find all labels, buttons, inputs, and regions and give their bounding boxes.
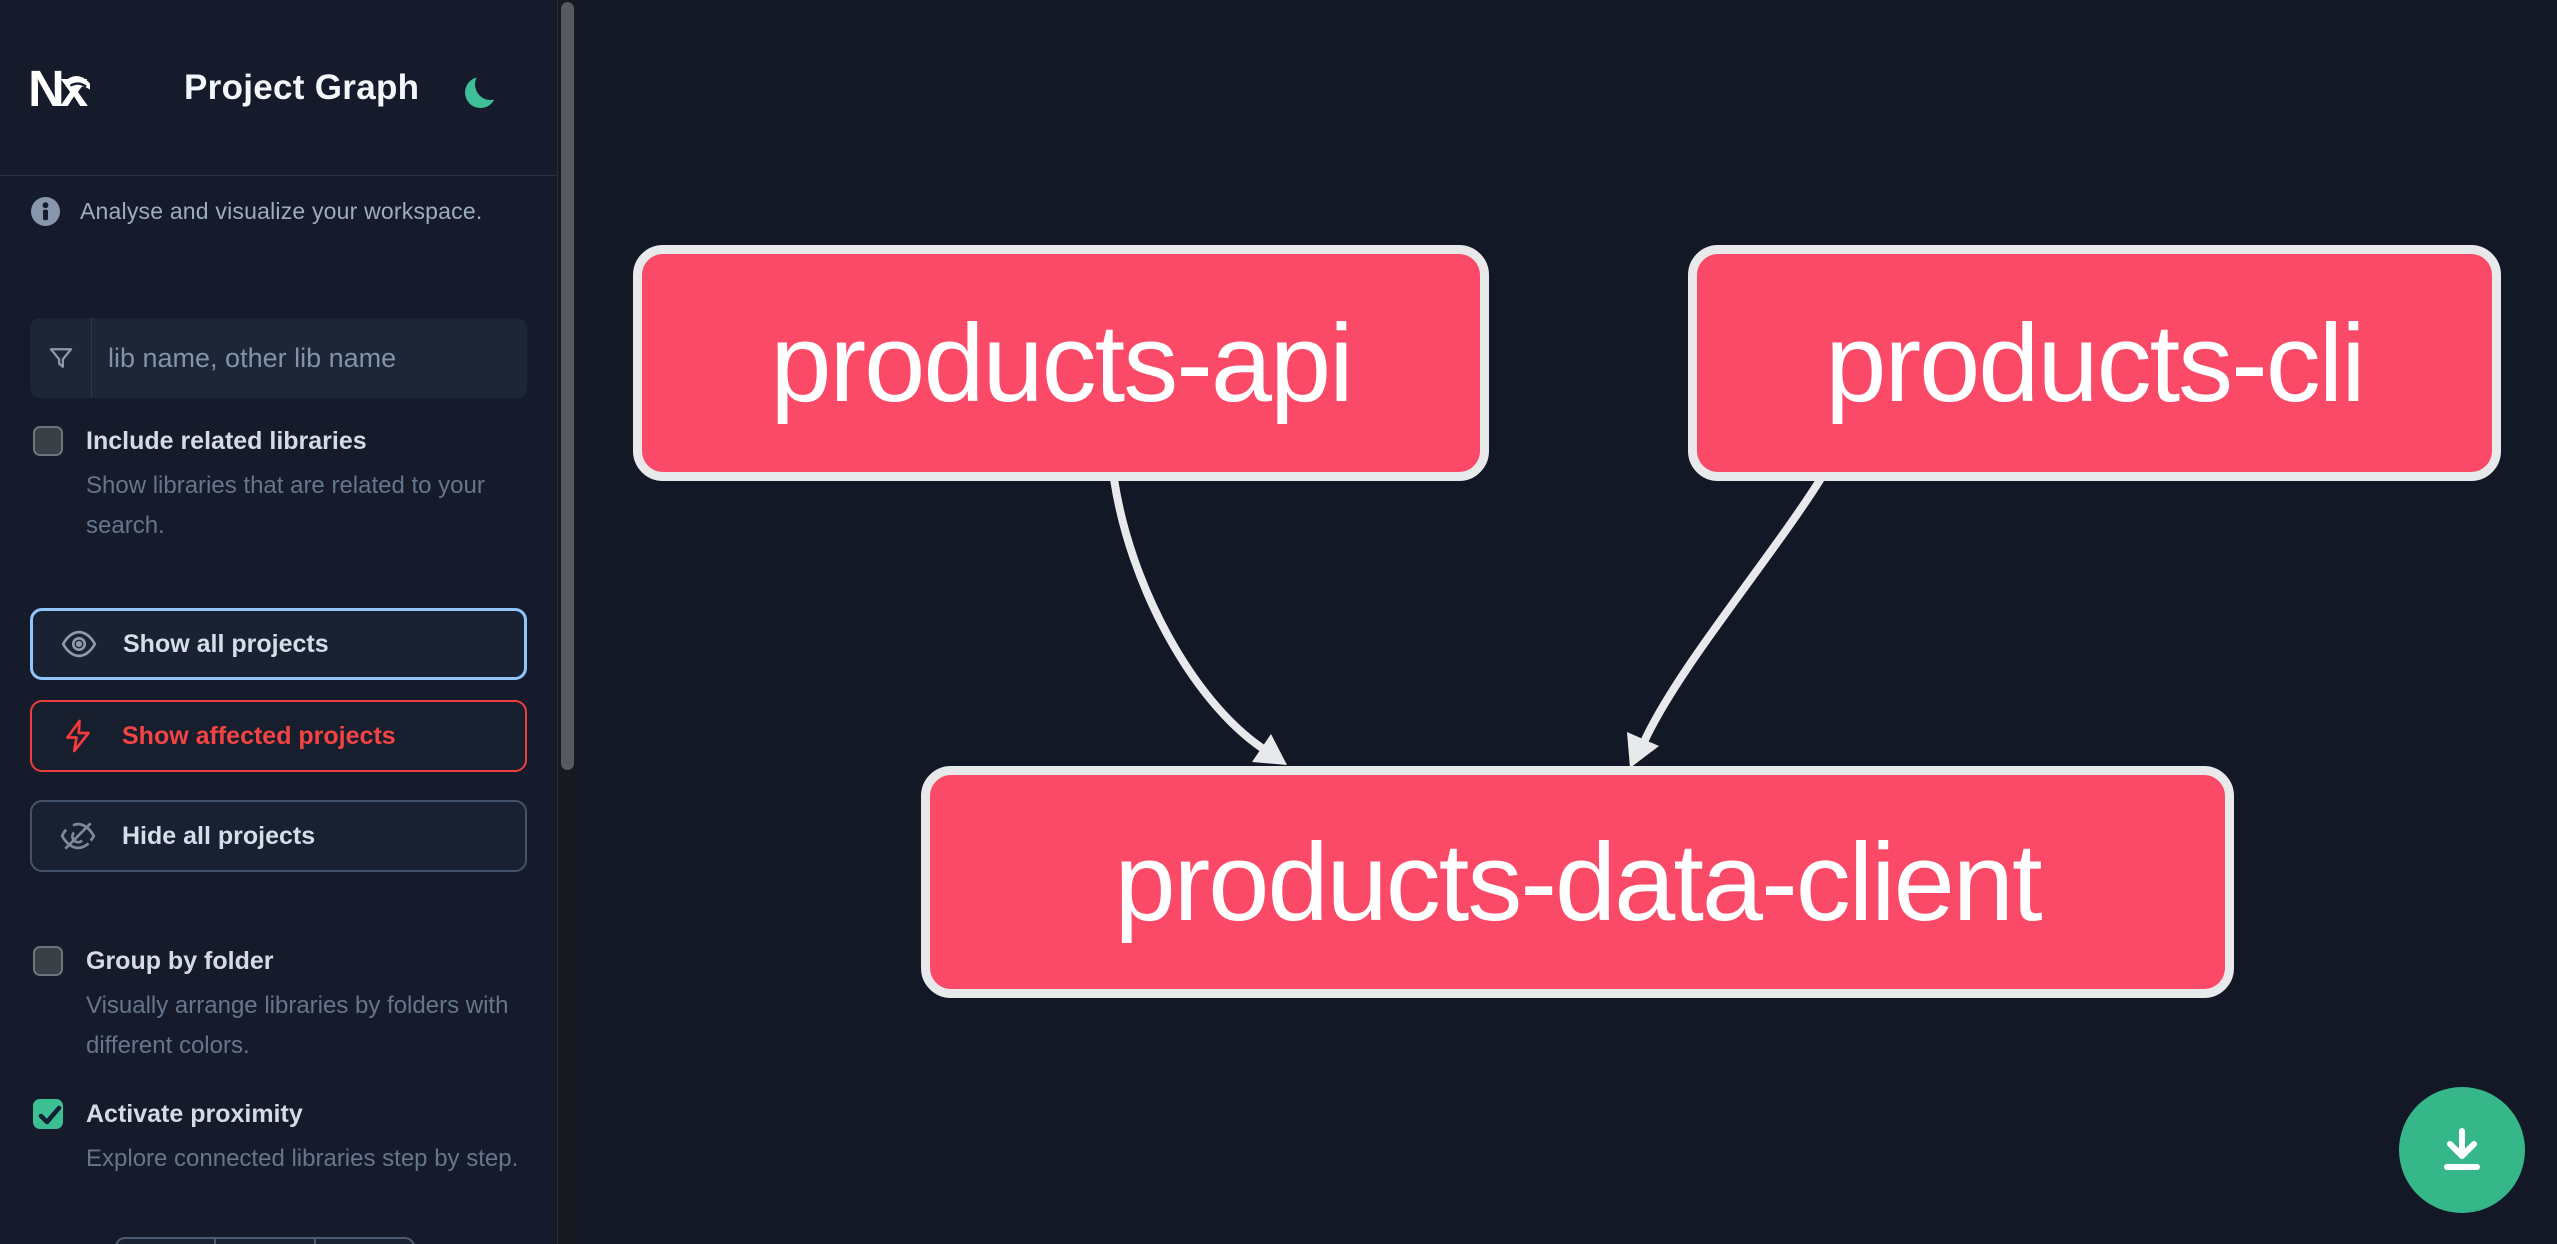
graph-node-products-data-client[interactable]: products-data-client [921,766,2234,998]
option-label: Activate proximity [86,1100,303,1128]
moon-icon [475,69,506,100]
node-label: products-cli [1825,301,2365,425]
svg-text:Nx: Nx [30,59,88,116]
check-icon [38,1105,62,1125]
graph-node-products-api[interactable]: products-api [633,245,1489,481]
eye-off-icon [59,817,97,855]
proximity-stepper [115,1237,415,1244]
download-graph-button[interactable] [2399,1087,2525,1213]
download-icon [2444,1128,2480,1170]
show-affected-projects-button[interactable]: Show affected projects [30,700,527,772]
option-label: Group by folder [86,947,274,975]
node-label: products-data-client [1114,820,2042,944]
search-input[interactable] [92,318,527,398]
proximity-stepper-increment[interactable] [313,1239,413,1244]
sidebar-scrollbar-thumb[interactable] [561,2,574,770]
filter-icon [49,348,72,368]
project-graph-canvas[interactable] [576,0,2557,1244]
button-label: Show affected projects [122,721,396,750]
node-label: products-api [770,301,1353,425]
bolt-icon [59,717,97,755]
option-description: Show libraries that are related to your … [86,472,485,539]
eye-icon [60,625,98,663]
dark-mode-toggle[interactable] [465,67,507,109]
option-label: Include related libraries [86,427,367,455]
info-icon [30,196,61,227]
tagline-text: Analyse and visualize your workspace. [80,198,483,224]
option-description: Explore connected libraries step by step… [86,1145,519,1172]
option-description: Visually arrange libraries by folders wi… [86,992,509,1059]
nx-logo-icon: Nx [30,59,90,116]
proximity-stepper-decrement[interactable] [117,1239,214,1244]
sidebar: Nx Project Graph Analyse and visualize y… [0,0,557,1244]
proximity-stepper-value [214,1239,313,1244]
activate-proximity-checkbox[interactable] [33,1099,63,1129]
sidebar-scrollbar-track [557,0,576,1244]
group-by-folder-checkbox[interactable] [33,946,63,976]
button-label: Show all projects [123,629,329,658]
filter-icon-cell [30,318,92,398]
hide-all-projects-button[interactable]: Hide all projects [30,800,527,872]
page-title: Project Graph [184,67,420,107]
button-label: Hide all projects [122,821,316,850]
workspace-tagline-row: Analyse and visualize your workspace. [30,196,530,227]
show-all-projects-button[interactable]: Show all projects [30,608,527,680]
sidebar-header: Nx Project Graph [0,0,557,176]
include-related-checkbox[interactable] [33,426,63,456]
search-box [30,318,527,398]
graph-node-products-cli[interactable]: products-cli [1688,245,2501,481]
